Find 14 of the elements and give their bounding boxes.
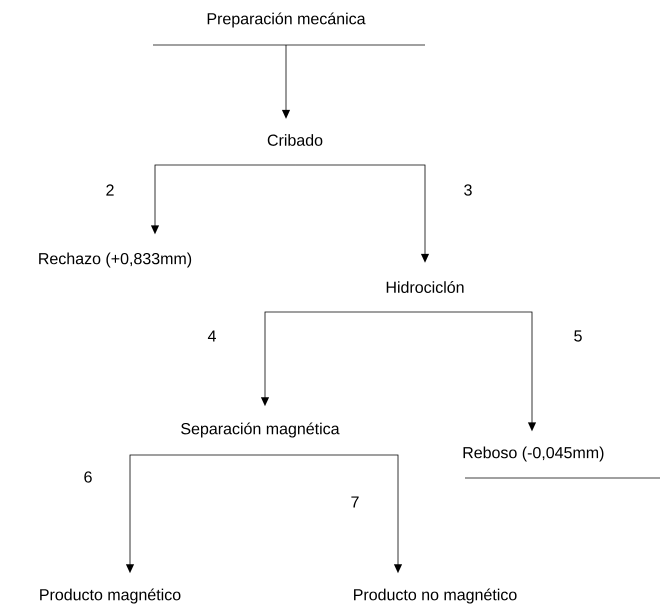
process-label: Separación magnética <box>181 422 340 438</box>
process-label: Preparación mecánica <box>152 12 426 46</box>
edge-label: 3 <box>464 184 472 196</box>
process-label: Hidrociclón <box>386 281 464 293</box>
edge-label: 6 <box>84 471 92 483</box>
edge-label: 2 <box>106 184 114 196</box>
edge-label: 5 <box>574 330 582 342</box>
process-label: Producto no magnético <box>354 588 517 604</box>
process-label: Producto magnético <box>40 588 180 604</box>
edge-label: 4 <box>208 330 216 342</box>
process-label: Reboso (-0,045mm) <box>464 446 660 478</box>
process-label: Cribado <box>268 134 322 146</box>
process-label: Rechazo (+0,833mm) <box>39 252 192 268</box>
edge-label: 7 <box>351 496 359 508</box>
